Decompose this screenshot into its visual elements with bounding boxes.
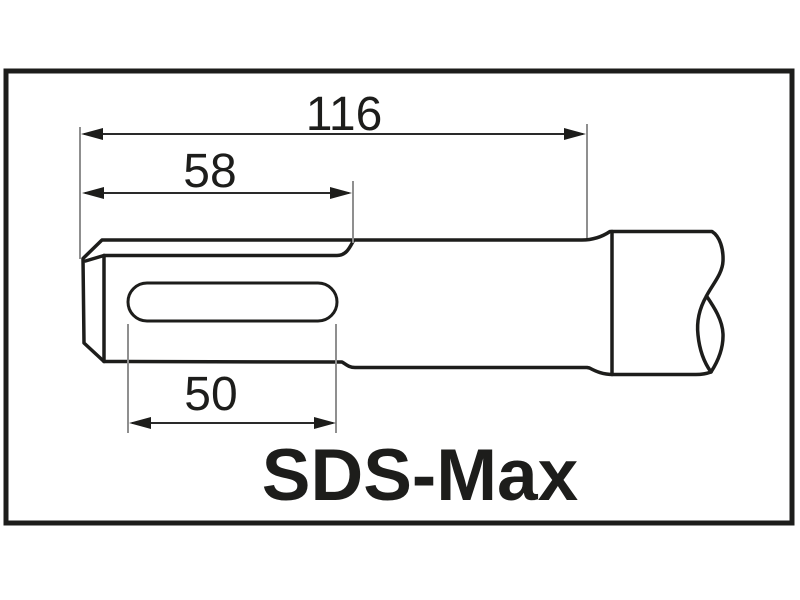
dim-50-arrowhead-right xyxy=(314,417,336,429)
break-lens-line xyxy=(695,294,713,374)
dim-58-value: 58 xyxy=(183,145,236,198)
dim-50-value: 50 xyxy=(184,368,237,421)
dimension-slot-length: 50 xyxy=(129,368,336,429)
shank-end-chamfer-line xyxy=(83,253,106,263)
drill-bit xyxy=(81,229,725,377)
closed-groove-slot xyxy=(126,281,339,323)
extension-lines xyxy=(79,124,588,433)
open-groove-line xyxy=(102,239,355,258)
dim-58-arrowhead-right xyxy=(330,187,352,199)
dim-116-arrowhead-left xyxy=(81,128,103,140)
dimension-groove-depth: 58 xyxy=(82,145,352,199)
drill-bit-outline xyxy=(81,229,725,377)
dim-116-arrowhead-right xyxy=(564,128,586,140)
dimension-overall-length: 116 xyxy=(81,88,586,141)
dim-50-arrowhead-left xyxy=(129,417,151,429)
dim-58-arrowhead-left xyxy=(82,187,104,199)
dim-116-value: 116 xyxy=(306,88,383,141)
shank-type-label: SDS-Max xyxy=(262,435,579,516)
diagram-frame xyxy=(3,68,795,526)
